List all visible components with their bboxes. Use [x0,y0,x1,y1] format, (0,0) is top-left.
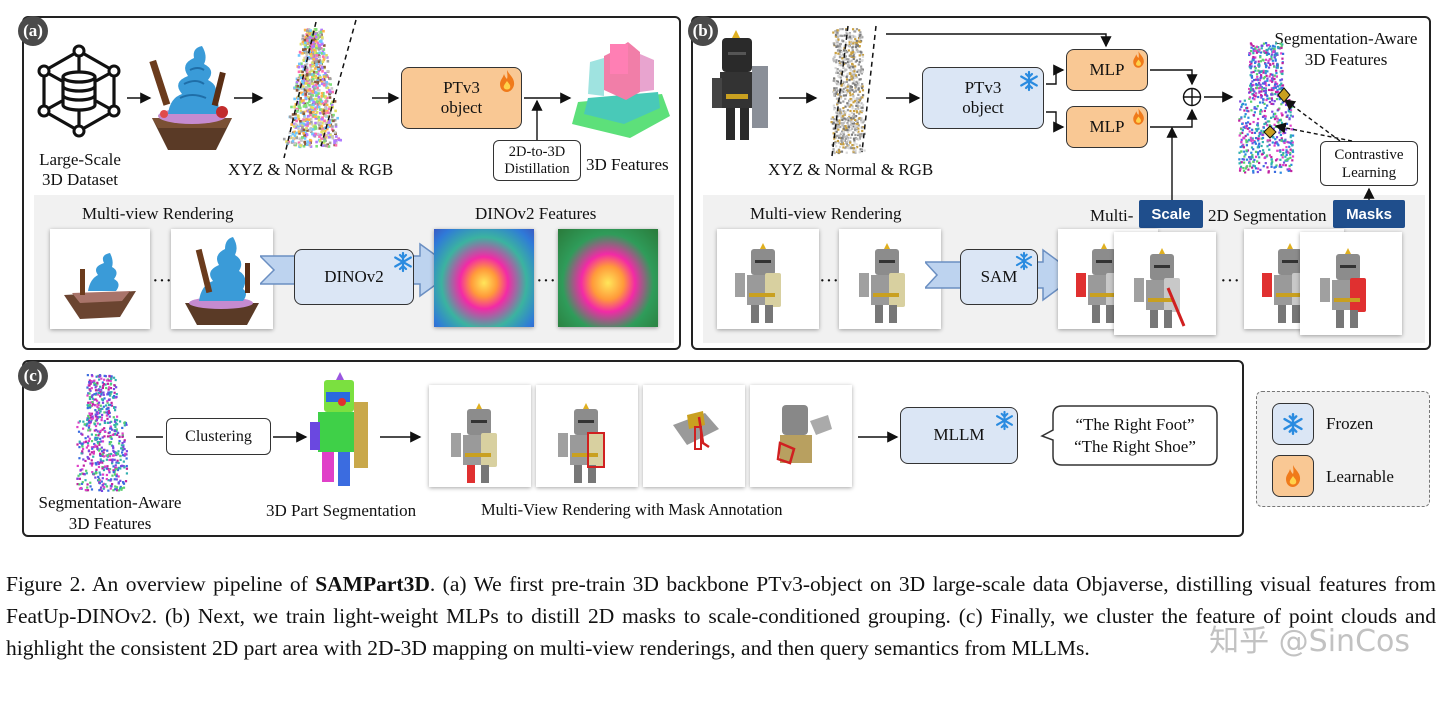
snowflake-icon [1283,412,1303,436]
clustering-box: Clustering [166,418,271,455]
sam-box: SAM [960,249,1038,305]
ptv3-object-box-a: PTv3 object [401,67,522,129]
speech-bubble [1040,405,1218,466]
answer-line2: “The Right Shoe” [1074,437,1196,456]
ellipsis-a1: ··· [152,270,172,292]
legend-frozen-label: Frozen [1326,414,1374,433]
point-cloud-a-image [282,19,357,159]
icecream-render-1 [50,229,150,329]
part-seg-label: 3D Part Segmentation [266,501,417,520]
seg-render-4 [1300,232,1402,335]
distillation-box: 2D-to-3D Distillation [493,140,581,181]
mlp-top-box: MLP [1066,49,1148,91]
scale-tag: Scale [1139,200,1203,228]
dataset-label-line1: Large-Scale [39,150,121,169]
sum-icon [1182,87,1202,107]
dinov2-box: DINOv2 [294,249,414,305]
seg-render-1 [1058,229,1158,329]
mlp-bottom-box: MLP [1066,106,1148,148]
input-label-c-line1: Segmentation-Aware [38,493,182,512]
knight-render-1 [717,229,819,329]
seg-aware-features-c-image [76,374,129,493]
caption-body: . (a) We first pre-train 3D backbone PTv… [6,572,1437,660]
seg-label-b-right: 2D Segmentation [1208,206,1327,225]
legend-learnable-swatch [1272,455,1314,497]
mask-render-3 [643,385,745,487]
caption-prefix: Figure 2. An overview pipeline of [6,572,316,596]
flame-icon [1133,108,1144,125]
panel-b-badge: (b) [688,16,718,46]
answer-line1: “The Right Foot” [1075,415,1195,434]
snowflake-icon [1020,70,1038,92]
ellipsis-a2: ··· [536,270,556,292]
panel-c-badge: (c) [18,361,48,391]
mask-render-2 [536,385,638,487]
flame-icon [1133,51,1144,68]
flame-icon [500,70,515,92]
seg-render-2 [1114,232,1216,335]
watermark: 知乎 @SinCos [1209,624,1410,659]
flame-icon [1286,465,1301,487]
caption-method-name: SAMPart3D [315,572,430,596]
icecream-object-image [149,46,232,150]
legend-frozen-swatch [1272,403,1314,445]
snowflake-icon [394,251,412,273]
snowflake-icon [1015,251,1033,271]
database-icon [37,44,121,138]
point-cloud-b-image [830,25,877,157]
mv-mask-label: Multi-View Rendering with Mask Annotatio… [481,500,783,519]
input-label-c-line2: 3D Features [68,514,152,533]
seg-label-b-left: Multi- [1090,206,1134,225]
figure-caption: Figure 2. An overview pipeline of SAMPar… [6,568,1436,664]
masks-tag: Masks [1333,200,1405,228]
ellipsis-b2: ··· [1220,270,1240,292]
mask-render-4 [750,385,852,487]
mask-render-1 [429,385,531,487]
part-segmentation-image [310,372,368,486]
input-label-a: XYZ & Normal & RGB [228,160,394,179]
knight-render-2 [839,229,941,329]
knight-object-image [712,30,768,140]
contrastive-learning-box: Contrastive Learning [1320,141,1418,186]
output-label-b-line1: Segmentation-Aware [1274,29,1418,48]
render-label-a: Multi-view Rendering [82,204,234,223]
dino-feature-map-2 [558,229,658,327]
dino-features-label: DINOv2 Features [475,204,597,223]
dino-feature-map-1 [434,229,534,327]
dataset-label-line2: 3D Dataset [41,170,118,189]
legend-learnable-label: Learnable [1326,467,1394,486]
input-label-b: XYZ & Normal & RGB [768,160,934,179]
mllm-box: MLLM [900,407,1018,464]
snowflake-icon [996,410,1013,431]
icecream-render-2 [171,229,273,329]
ellipsis-b1: ··· [819,270,839,292]
3d-features-a-image [572,42,670,138]
panel-a-badge: (a) [18,16,48,46]
render-label-b: Multi-view Rendering [750,204,902,223]
output-label-b-line2: 3D Features [1304,50,1388,69]
output-label-a: 3D Features [586,155,669,174]
